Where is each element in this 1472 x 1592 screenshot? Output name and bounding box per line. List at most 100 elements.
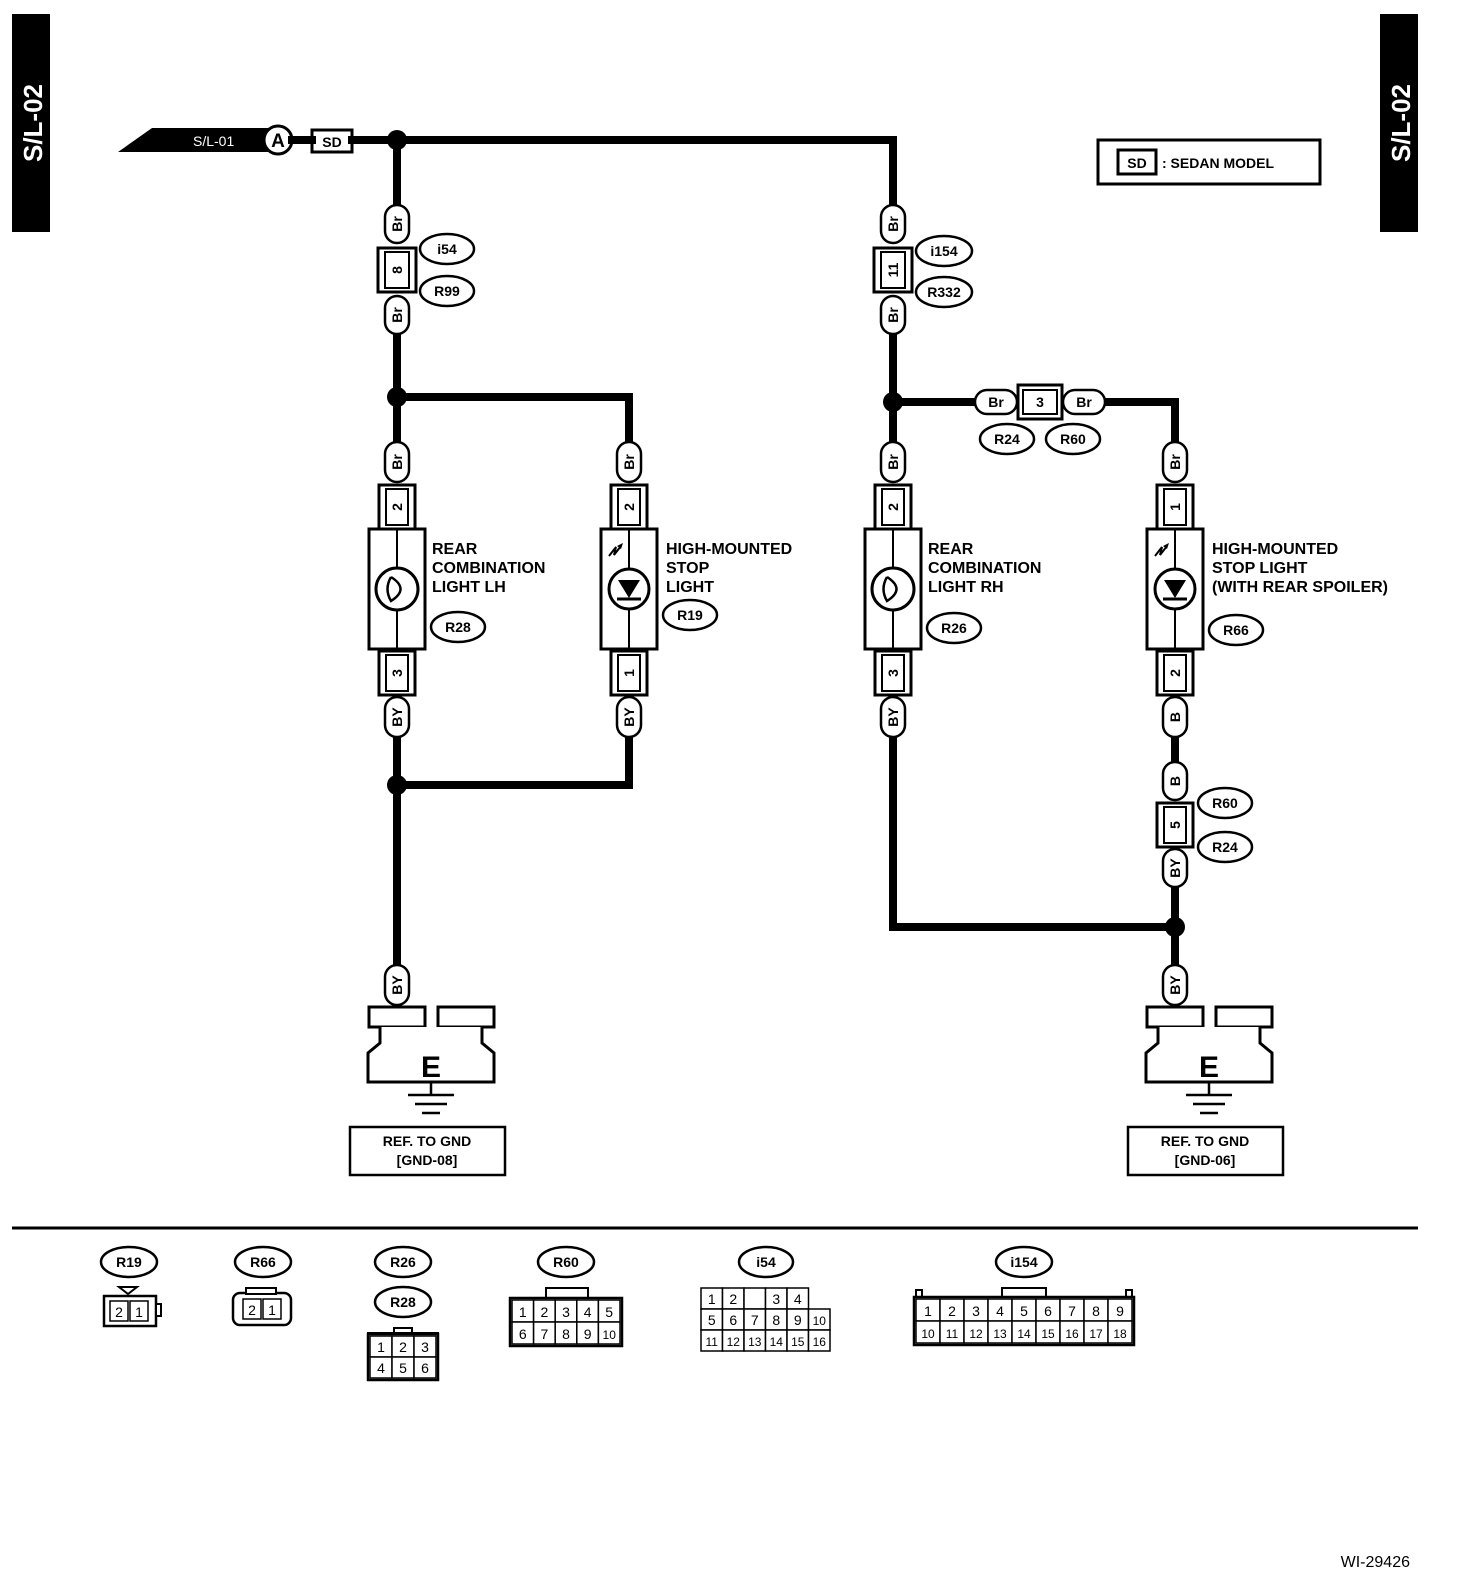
svg-text:3: 3	[389, 669, 405, 677]
side-tab-left: S/L-02	[12, 14, 50, 232]
connector-pin-number: 13	[748, 1335, 762, 1349]
side-tab-right: S/L-02	[1380, 14, 1418, 232]
connector-pin-number: 9	[794, 1312, 802, 1328]
svg-text:2: 2	[885, 503, 901, 511]
inline-connector-i54: Br 8 Br i54 R99	[376, 203, 476, 336]
connector-pin-number: 14	[1017, 1327, 1031, 1341]
connector-view-r19: R19 2 1	[99, 1245, 162, 1328]
svg-text:2: 2	[1167, 669, 1183, 677]
connector-pin-number: 3	[972, 1303, 980, 1319]
wires	[288, 130, 1185, 969]
svg-text:BY: BY	[389, 707, 405, 727]
component-r19-id: R19	[677, 607, 703, 623]
inline-connector-r24-r60-branch: Br 3 Br R24 R60	[973, 383, 1107, 456]
connector-pin-number: 10	[921, 1327, 935, 1341]
connector-pin-number: 12	[727, 1335, 741, 1349]
svg-text:2: 2	[248, 1302, 256, 1318]
component-r26-label-2: COMBINATION	[928, 560, 1041, 577]
svg-text:B: B	[1167, 776, 1183, 786]
svg-text:BY: BY	[1167, 858, 1183, 878]
connector-r332-label: R332	[927, 284, 961, 300]
component-r66: Br 1 2 B HIGH-MOUNTED STOP LIGHT (WITH R…	[1145, 440, 1388, 739]
connector-pin-number: 16	[1065, 1327, 1079, 1341]
connector-i54-label: i54	[437, 241, 457, 257]
connector-pin-number: 11	[946, 1327, 959, 1341]
connector-i154-label: i154	[930, 243, 957, 259]
connector-pin-number: 10	[813, 1314, 827, 1328]
svg-text:1: 1	[1167, 503, 1183, 511]
connector-pin-number: 8	[772, 1312, 780, 1328]
component-r28-id: R28	[445, 619, 471, 635]
connector-pin-number: 1	[377, 1339, 385, 1355]
connector-pin-number: 6	[519, 1326, 527, 1342]
svg-text:R28: R28	[390, 1294, 416, 1310]
svg-text:BY: BY	[885, 707, 901, 727]
svg-text:1: 1	[268, 1302, 276, 1318]
svg-text:Br: Br	[389, 307, 405, 323]
svg-text:R60: R60	[1212, 795, 1238, 811]
svg-text:R24: R24	[994, 431, 1020, 447]
connector-pin-cell	[807, 1329, 831, 1352]
svg-text:BY: BY	[1167, 975, 1183, 995]
connector-pin-number: 1	[708, 1291, 716, 1307]
bulb-icon	[870, 566, 916, 612]
connector-pin-number: 9	[584, 1326, 592, 1342]
connector-pin-number: 3	[562, 1304, 570, 1320]
svg-text:R66: R66	[250, 1254, 276, 1270]
connector-pin-number: 10	[603, 1328, 617, 1342]
connector-pin-cell	[743, 1287, 767, 1310]
connector-pin-number: 6	[421, 1360, 429, 1376]
connector-pin-number: 13	[993, 1327, 1007, 1341]
connector-pin-number: 2	[948, 1303, 956, 1319]
svg-text:3: 3	[885, 669, 901, 677]
connector-pin-number: 5	[605, 1304, 613, 1320]
svg-text:R60: R60	[553, 1254, 579, 1270]
connector-pin-number: 5	[1020, 1303, 1028, 1319]
svg-text:Br: Br	[389, 454, 405, 470]
component-r28: Br 2 3 BY REAR COMBINATION LIGHT LH R28	[367, 440, 545, 739]
connector-pin-number: 5	[708, 1312, 716, 1328]
legend-box: SD : SEDAN MODEL	[1096, 138, 1322, 186]
component-r28-label-3: LIGHT LH	[432, 579, 506, 596]
component-r66-label-3: (WITH REAR SPOILER)	[1212, 579, 1388, 596]
connector-pin-number: 4	[584, 1304, 592, 1320]
connector-pin-cell	[597, 1321, 621, 1345]
connector-pin-number: 3	[772, 1291, 780, 1307]
legend-code: SD	[1127, 155, 1146, 171]
svg-text:3: 3	[1036, 394, 1044, 410]
connector-pin-number: 4	[377, 1360, 385, 1376]
source-node-label: A	[271, 131, 285, 152]
connector-pin-number: 15	[1041, 1327, 1055, 1341]
connector-view-r66: R66 2 1	[231, 1245, 293, 1327]
svg-text:BY: BY	[621, 707, 637, 727]
connector-pin-number: 9	[1116, 1303, 1124, 1319]
svg-text:Br: Br	[988, 394, 1004, 410]
ground-gnd-08: BY E REF. TO GND [GND-08]	[348, 963, 507, 1177]
component-r26-id: R26	[941, 620, 967, 636]
connector-pin-number: 8	[562, 1326, 570, 1342]
connector-pin-number: 4	[794, 1291, 802, 1307]
connector-pin-number: 8	[1092, 1303, 1100, 1319]
connector-pin-number: 16	[813, 1335, 827, 1349]
component-r26-label-1: REAR	[928, 541, 974, 558]
svg-text:R26: R26	[390, 1254, 416, 1270]
svg-text:Br: Br	[1076, 394, 1092, 410]
legend-text: : SEDAN MODEL	[1162, 155, 1274, 171]
component-r66-label-2: STOP LIGHT	[1212, 560, 1308, 577]
connector-pin-number: 3	[421, 1339, 429, 1355]
connector-pin-number: 6	[729, 1312, 737, 1328]
svg-text:8: 8	[389, 266, 405, 274]
source-model-tag: SD	[322, 134, 341, 150]
svg-text:2: 2	[115, 1304, 123, 1320]
svg-text:i54: i54	[756, 1254, 776, 1270]
svg-text:2: 2	[621, 503, 637, 511]
connector-pin-number: 11	[706, 1335, 719, 1349]
component-r19-label-2: STOP	[666, 560, 710, 577]
connector-pin-number: 14	[770, 1335, 784, 1349]
connector-pin-number: 7	[1068, 1303, 1076, 1319]
connector-pin-number: 6	[1044, 1303, 1052, 1319]
connector-pin-number: 7	[541, 1326, 549, 1342]
